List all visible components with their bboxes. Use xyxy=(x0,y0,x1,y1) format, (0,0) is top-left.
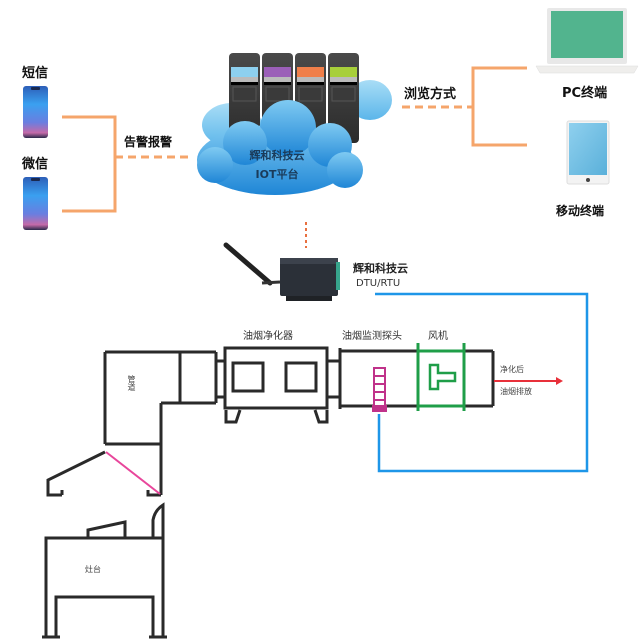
cloud-icon xyxy=(197,100,363,195)
alert-link-label: 告警报警 xyxy=(124,135,173,149)
pc-laptop-icon xyxy=(535,8,639,74)
fume-probe-icon xyxy=(372,367,387,412)
exhaust-arrow xyxy=(494,377,563,385)
cloud-platform-subtitle: IOT平台 xyxy=(255,168,299,181)
dtu-model-label: DTU/RTU xyxy=(356,278,401,289)
fume-purifier-unit xyxy=(223,346,329,424)
sms-label: 短信 xyxy=(22,66,49,81)
fan-label: 风机 xyxy=(428,331,448,342)
exhaust-label-line1: 净化后 xyxy=(500,365,524,374)
purifier-label: 油烟净化器 xyxy=(243,331,293,342)
fan-icon xyxy=(416,343,466,411)
sms-phone-icon xyxy=(23,86,48,138)
signal-cable xyxy=(375,292,589,473)
stove xyxy=(42,502,167,639)
monitoring-duct-section xyxy=(327,348,495,409)
probe-label: 油烟监测探头 xyxy=(342,331,402,342)
hood-filter xyxy=(105,451,161,495)
dtu-device-icon xyxy=(223,242,340,301)
mobile-terminal-label: 移动终端 xyxy=(556,204,605,218)
alert-link-connector xyxy=(62,115,190,213)
wechat-phone-icon xyxy=(23,177,48,230)
exhaust-duct xyxy=(103,350,225,495)
browse-link-label: 浏览方式 xyxy=(404,87,457,102)
pc-terminal-label: PC终端 xyxy=(562,86,608,101)
browse-link-connector xyxy=(402,66,527,147)
server-unit xyxy=(229,53,260,143)
wechat-label: 微信 xyxy=(22,157,49,172)
server-unit xyxy=(328,53,359,143)
dtu-name-label: 辉和科技云 xyxy=(353,262,408,275)
duct-label: 管道 xyxy=(127,375,136,391)
cloud-platform-name: 辉和科技云 xyxy=(249,149,305,162)
range-hood xyxy=(46,450,161,497)
mobile-tablet-icon xyxy=(566,120,610,185)
exhaust-label-line2: 油烟排放 xyxy=(500,387,532,396)
stove-label: 灶台 xyxy=(85,565,101,574)
